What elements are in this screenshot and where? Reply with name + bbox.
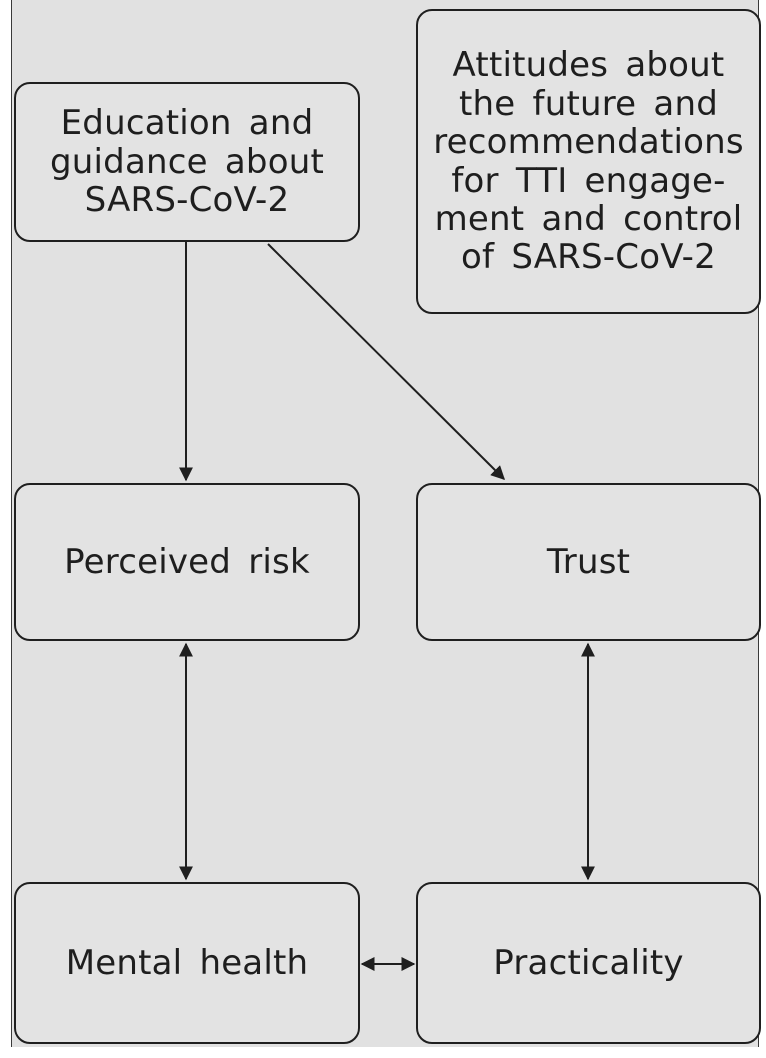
node-practicality-label: Practicality <box>493 942 684 983</box>
node-perceived-risk: Perceived risk <box>14 483 360 641</box>
node-attitudes: Attitudes about the future and recommend… <box>416 9 761 314</box>
node-perceived-risk-label: Perceived risk <box>64 541 310 582</box>
node-trust-label: Trust <box>546 541 631 582</box>
node-education-label: Education and guidance about SARS-CoV-2 <box>50 103 324 221</box>
node-practicality: Practicality <box>416 882 761 1044</box>
node-trust: Trust <box>416 483 761 641</box>
node-mental-health: Mental health <box>14 882 360 1044</box>
node-education: Education and guidance about SARS-CoV-2 <box>14 82 360 242</box>
edge-education-to-trust <box>267 243 505 480</box>
node-mental-health-label: Mental health <box>65 942 309 983</box>
node-attitudes-label: Attitudes about the future and recommend… <box>433 45 744 278</box>
